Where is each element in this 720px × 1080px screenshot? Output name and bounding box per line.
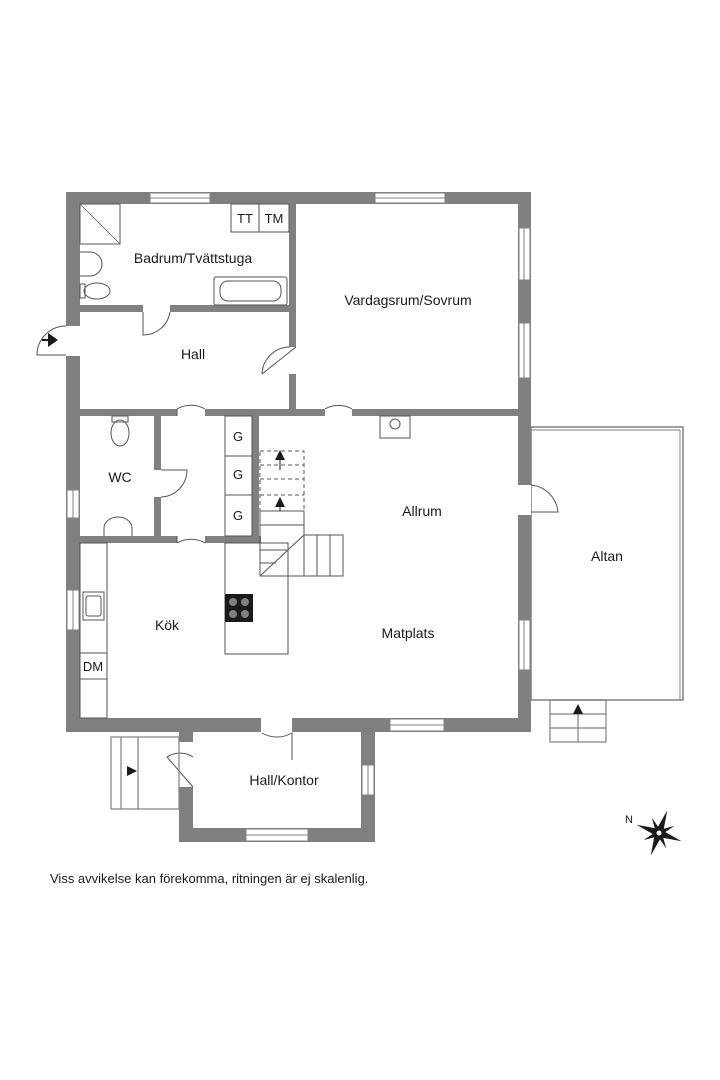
- fixture-label-tt: TT: [237, 211, 253, 226]
- back-step-arrow: [127, 766, 137, 776]
- room-label-kok: Kök: [155, 617, 180, 633]
- back-steps: [110, 736, 180, 810]
- fixture-label-g2: G: [233, 467, 243, 482]
- dishwasher-box: [79, 652, 108, 680]
- altan-step-arrow: [573, 704, 583, 714]
- toilet-bath: [83, 282, 111, 300]
- stove: [225, 594, 253, 622]
- room-label-altan: Altan: [591, 548, 623, 564]
- disclaimer-text: Viss avvikelse kan förekomma, ritningen …: [50, 871, 369, 886]
- compass-rose-icon: [636, 810, 682, 856]
- room-label-badrum: Badrum/Tvättstuga: [134, 250, 252, 266]
- wardrobe-column: [224, 415, 253, 537]
- wc-toilet: [110, 419, 130, 447]
- entrance-arrow-icon: [48, 333, 58, 347]
- washer-box: [258, 203, 290, 233]
- room-label-hall: Hall: [181, 346, 205, 362]
- room-label-allrum: Allrum: [402, 503, 442, 519]
- stair-arrow-up-1: [275, 450, 285, 460]
- fixture-label-g3: G: [233, 508, 243, 523]
- stair-arrow-up-2: [275, 497, 285, 507]
- washbasin: [80, 251, 103, 277]
- door-swings: [142, 311, 559, 788]
- bathroom-fixtures: [79, 203, 290, 306]
- wc-fixtures: [103, 415, 133, 536]
- wc-sink: [103, 516, 133, 536]
- bathtub: [213, 276, 288, 306]
- entrance-door: [36, 325, 67, 356]
- compass-north-label: N: [625, 814, 633, 826]
- fixture-label-tm: TM: [265, 211, 284, 226]
- fixture-label-dm: DM: [83, 659, 103, 674]
- kitchen-sink: [82, 591, 105, 621]
- interior-walls: [80, 204, 518, 543]
- fireplace: [379, 415, 411, 439]
- room-label-hall-kontor: Hall/Kontor: [249, 772, 319, 788]
- room-label-matplats: Matplats: [382, 625, 435, 641]
- exterior-walls: [66, 192, 531, 842]
- shower: [79, 203, 121, 245]
- window-center-lines: [72, 197, 525, 836]
- fixture-label-g1: G: [233, 429, 243, 444]
- door-openings: [66, 326, 531, 787]
- windows: [66, 192, 531, 842]
- room-label-vardagsrum: Vardagsrum/Sovrum: [344, 292, 471, 308]
- staircase: [259, 450, 344, 577]
- kitchen-counter: [79, 542, 108, 719]
- room-label-wc: WC: [108, 469, 131, 485]
